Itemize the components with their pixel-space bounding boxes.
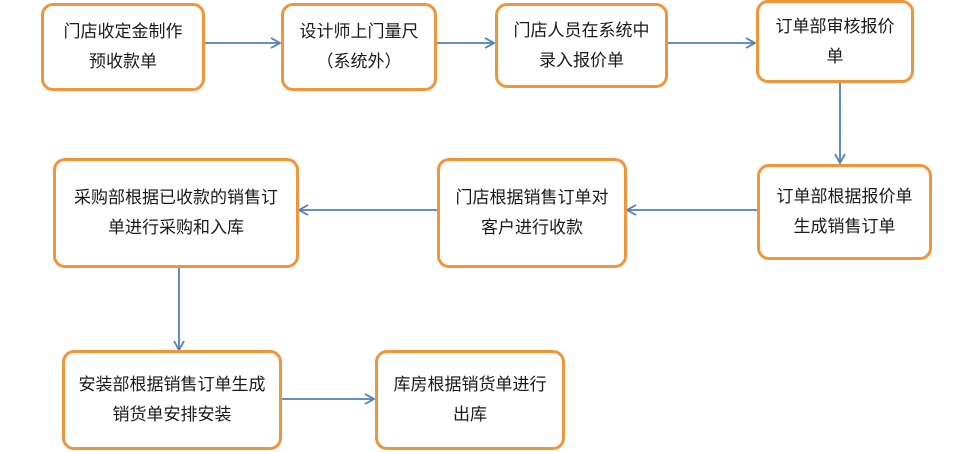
step-5-label: 订单部根据报价单生成销售订单 — [776, 187, 913, 237]
step-8-box: 安装部根据销售订单生成销货单安排安装 — [62, 350, 282, 450]
step-4-label: 订单部审核报价单 — [775, 16, 895, 67]
step-1-box: 门店收定金制作预收款单 — [41, 3, 205, 91]
step-9-box: 库房根据销货单进行出库 — [375, 350, 565, 450]
step-3-box: 门店人员在系统中录入报价单 — [495, 3, 668, 88]
step-7-box: 采购部根据已收款的销售订单进行采购和入库 — [53, 158, 299, 268]
step-7-label: 采购部根据已收款的销售订单进行采购和入库 — [74, 188, 278, 238]
step-9-label: 库房根据销货单进行出库 — [393, 375, 547, 425]
step-3-label: 门店人员在系统中录入报价单 — [513, 20, 650, 71]
step-2-box: 设计师上门量尺（系统外） — [281, 3, 437, 91]
step-6-box: 门店根据销售订单对客户进行收款 — [437, 158, 627, 268]
step-8-label: 安装部根据销售订单生成销货单安排安装 — [78, 375, 266, 425]
step-5-box: 订单部根据报价单生成销售订单 — [757, 164, 932, 260]
step-6-label: 门店根据销售订单对客户进行收款 — [455, 188, 609, 238]
step-2-label: 设计师上门量尺（系统外） — [299, 22, 419, 72]
step-4-box: 订单部审核报价单 — [756, 0, 914, 83]
step-1-label: 门店收定金制作预收款单 — [63, 22, 183, 72]
